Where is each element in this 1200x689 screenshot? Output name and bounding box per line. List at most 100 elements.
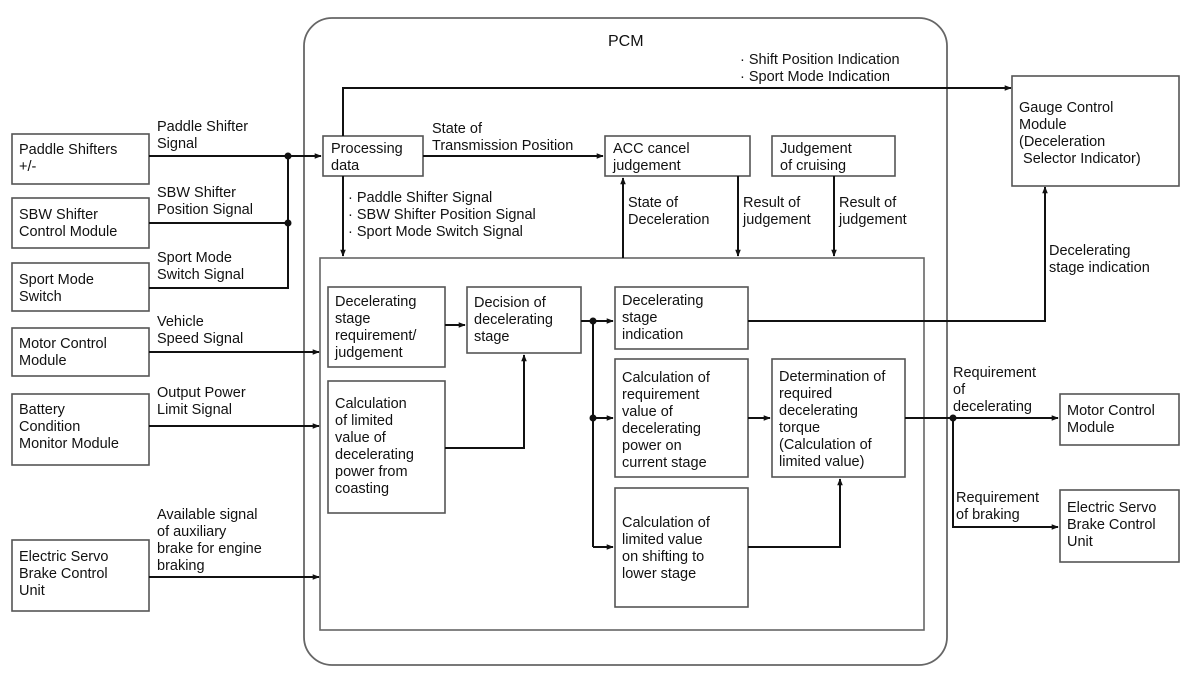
text-line: Gauge Control bbox=[1019, 100, 1113, 116]
text-line: Paddle Shifters bbox=[19, 142, 117, 158]
text-line: Requirement bbox=[956, 490, 1039, 506]
text-line: of bbox=[953, 382, 966, 398]
text-line: ACC cancel bbox=[613, 141, 690, 157]
text-line: value of bbox=[335, 430, 387, 446]
text-line: Calculation bbox=[335, 396, 407, 412]
text-line: indication bbox=[622, 327, 683, 343]
text-line: judgement bbox=[334, 345, 403, 361]
text-line: Motor Control bbox=[19, 336, 107, 352]
text-line: decelerating bbox=[622, 421, 701, 437]
text-line: of braking bbox=[956, 507, 1020, 523]
text-line: Switch bbox=[19, 289, 62, 305]
text-line: · SBW Shifter Position Signal bbox=[348, 207, 536, 223]
text-line: (Deceleration bbox=[1019, 134, 1105, 150]
text-line: Unit bbox=[19, 583, 45, 599]
text-line: Unit bbox=[1067, 534, 1093, 550]
text-line: Electric Servo bbox=[19, 549, 108, 565]
text-line: Judgement bbox=[780, 141, 852, 157]
text-line: decelerating bbox=[474, 312, 553, 328]
text-line: Position Signal bbox=[157, 202, 253, 218]
text-line: Determination of bbox=[779, 369, 886, 385]
text-line: coasting bbox=[335, 481, 389, 497]
text-line: limited value) bbox=[779, 454, 864, 470]
text-line: · Sport Mode Indication bbox=[740, 69, 890, 85]
text-line: stage indication bbox=[1049, 260, 1150, 276]
sport-signal-line bbox=[149, 156, 289, 289]
text-line: judgement bbox=[838, 212, 907, 228]
text-line: on shifting to bbox=[622, 549, 704, 565]
text-line: required bbox=[779, 386, 832, 402]
text-line: limited value bbox=[622, 532, 703, 548]
text-line: Vehicle bbox=[157, 314, 204, 330]
text-line: decelerating bbox=[335, 447, 414, 463]
torque-to-brake-arrow bbox=[952, 418, 1059, 530]
text-line: Result of bbox=[839, 195, 897, 211]
text-line: power from bbox=[335, 464, 408, 480]
paddle-shifters-box: Paddle Shifters+/- bbox=[11, 133, 150, 185]
svg-text:Paddle Shifters+/-: Paddle Shifters+/- bbox=[19, 142, 117, 175]
indications-label: · Shift Position Indication· Sport Mode … bbox=[740, 52, 900, 85]
text-line: of limited bbox=[335, 413, 393, 429]
text-line: Requirement bbox=[953, 365, 1036, 381]
text-line: Calculation of bbox=[622, 370, 711, 386]
text-line: torque bbox=[779, 420, 820, 436]
text-line: Sport Mode bbox=[19, 272, 94, 288]
text-line: judgement bbox=[612, 158, 681, 174]
text-line: State of bbox=[628, 195, 679, 211]
text-line: Motor Control bbox=[1067, 403, 1155, 419]
text-line: stage bbox=[474, 329, 509, 345]
junction-dot bbox=[284, 152, 292, 160]
text-line: Decision of bbox=[474, 295, 547, 311]
text-line: Module bbox=[1067, 420, 1115, 436]
text-line: Module bbox=[1019, 117, 1067, 133]
text-line: lower stage bbox=[622, 566, 696, 582]
indication-to-gauge-arrow bbox=[342, 85, 1012, 136]
text-line: · Shift Position Indication bbox=[740, 52, 900, 68]
text-line: requirement/ bbox=[335, 328, 417, 344]
text-line: +/- bbox=[19, 159, 36, 175]
text-line: of cruising bbox=[780, 158, 846, 174]
text-line: Condition bbox=[19, 419, 80, 435]
text-line: State of bbox=[432, 121, 483, 137]
text-line: Monitor Module bbox=[19, 436, 119, 452]
text-line: Available signal bbox=[157, 507, 258, 523]
text-line: Module bbox=[19, 353, 67, 369]
text-line: Selector Indicator) bbox=[1019, 151, 1141, 167]
text-line: requirement bbox=[622, 387, 699, 403]
text-line: Limit Signal bbox=[157, 402, 232, 418]
